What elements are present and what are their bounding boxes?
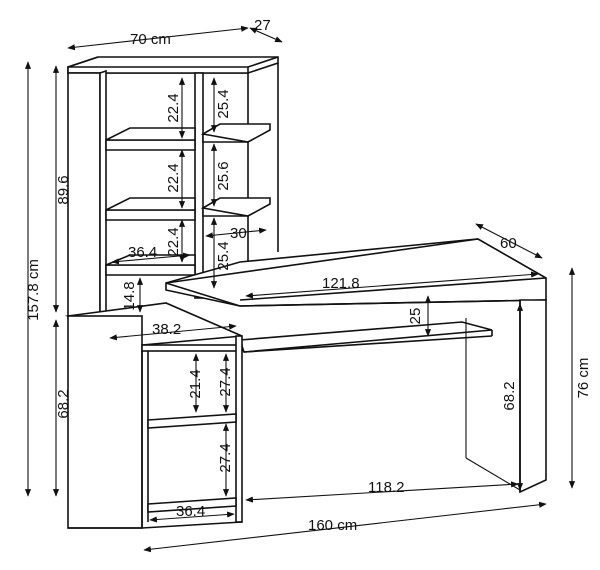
label-drawer-height: 25	[407, 308, 424, 325]
label-shelf-r3: 25.4	[215, 241, 232, 270]
label-base-shelf-1: 21.4	[187, 369, 204, 398]
label-base-inner-width: 36.4	[176, 503, 205, 520]
dimension-lines	[24, 25, 576, 553]
label-right-cell-width: 30	[230, 225, 247, 242]
label-shelf-l3: 22.4	[165, 227, 182, 256]
hutch-left-shelf-2	[105, 209, 196, 221]
label-height-total: 157.8 cm	[25, 259, 42, 321]
label-desk-height: 76 cm	[575, 358, 592, 399]
label-shelf-l2: 22.4	[165, 163, 182, 192]
base-cabinet-right-side	[235, 335, 243, 523]
hutch-left-side	[67, 72, 101, 319]
label-shelf-l1: 22.4	[165, 93, 182, 122]
label-shelf-r1: 25.4	[215, 89, 232, 118]
label-height-hutch: 89.6	[55, 175, 72, 204]
keyboard-shelf	[238, 321, 493, 353]
label-base-cab-width: 38.2	[152, 321, 181, 338]
label-leg-span: 118.2	[368, 479, 404, 496]
hutch-left-shelf-3	[105, 264, 196, 276]
label-depth-top: 27	[254, 17, 271, 34]
label-desk-leg-height: 68.2	[501, 381, 518, 410]
label-total-width: 160 cm	[308, 517, 357, 534]
label-base-shelf-2: 27.4	[217, 367, 234, 396]
label-base-shelf-3: 27.4	[217, 443, 234, 472]
label-desk-width: 121.8	[322, 275, 360, 292]
hutch-left-shelf-1	[105, 139, 196, 151]
dimension-labels: 70 cm 27 157.8 cm 89.6 68.2 22.4 22.4 22…	[25, 17, 592, 534]
label-width-top: 70 cm	[130, 31, 171, 48]
label-height-base: 68.2	[55, 389, 72, 418]
desk-right-leg	[519, 299, 547, 494]
label-inner-width-hutch: 36.4	[128, 244, 157, 261]
label-gap-hutch: 14.8	[121, 281, 138, 310]
label-desk-depth: 60	[500, 235, 517, 252]
base-cabinet-left-side	[67, 315, 143, 529]
hutch-middle-divider	[194, 72, 204, 299]
base-shelf-1	[147, 413, 237, 429]
label-shelf-r2: 25.6	[215, 161, 232, 190]
